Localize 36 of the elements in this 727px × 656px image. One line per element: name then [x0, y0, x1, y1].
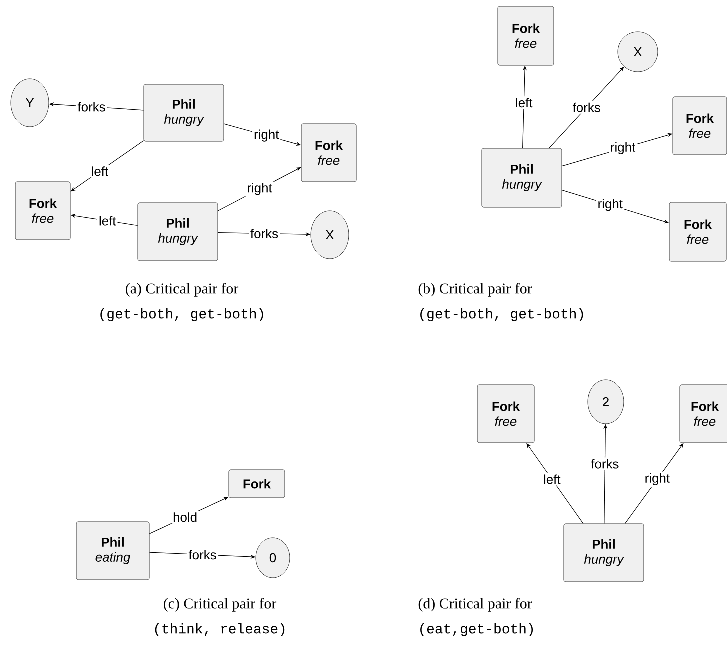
caption: (get-both, get-both)	[420, 308, 584, 322]
state-box: Fork free	[669, 202, 727, 262]
caption: (get-both, get-both)	[100, 308, 264, 322]
state-box: Phil hungry	[144, 84, 224, 142]
edge-label: forks	[572, 102, 600, 112]
edge-label: left	[544, 474, 561, 484]
edge-label: forks	[78, 102, 106, 112]
edge-label: left	[92, 166, 108, 176]
state-box: Fork free	[680, 384, 727, 444]
caption: (c) Critical pair for	[164, 598, 277, 612]
edge-label: right	[646, 473, 670, 486]
caption: (think, release)	[155, 624, 285, 636]
state-box: Fork free	[498, 6, 554, 66]
edge-label: right	[598, 199, 623, 212]
edge-label: left	[100, 216, 116, 226]
state-box: Fork free	[477, 384, 535, 444]
caption: (eat,get-both)	[420, 624, 534, 636]
state-box: Phil hungry	[482, 148, 562, 208]
state-box: Fork free	[15, 182, 71, 240]
edge-label: hold	[174, 512, 197, 522]
caption: (b) Critical pair for	[418, 283, 532, 297]
edge-label: left	[516, 98, 533, 108]
state-box: Fork free	[672, 96, 727, 156]
caption: (d) Critical pair for	[418, 598, 532, 612]
state-box: Phil hungry	[564, 524, 644, 582]
edge-label: forks	[250, 228, 278, 238]
edge-label: right	[248, 183, 272, 196]
state-box: Fork free	[301, 124, 357, 182]
state-box: Phil hungry	[138, 202, 218, 262]
caption: (a) Critical pair for	[126, 283, 239, 297]
state-box: Phil eating	[76, 522, 150, 580]
edge-label: forks	[188, 550, 216, 560]
edge-label: right	[611, 142, 636, 155]
state-box: Fork	[228, 470, 286, 498]
edge-label: forks	[591, 459, 619, 469]
edge-label: right	[254, 130, 280, 142]
